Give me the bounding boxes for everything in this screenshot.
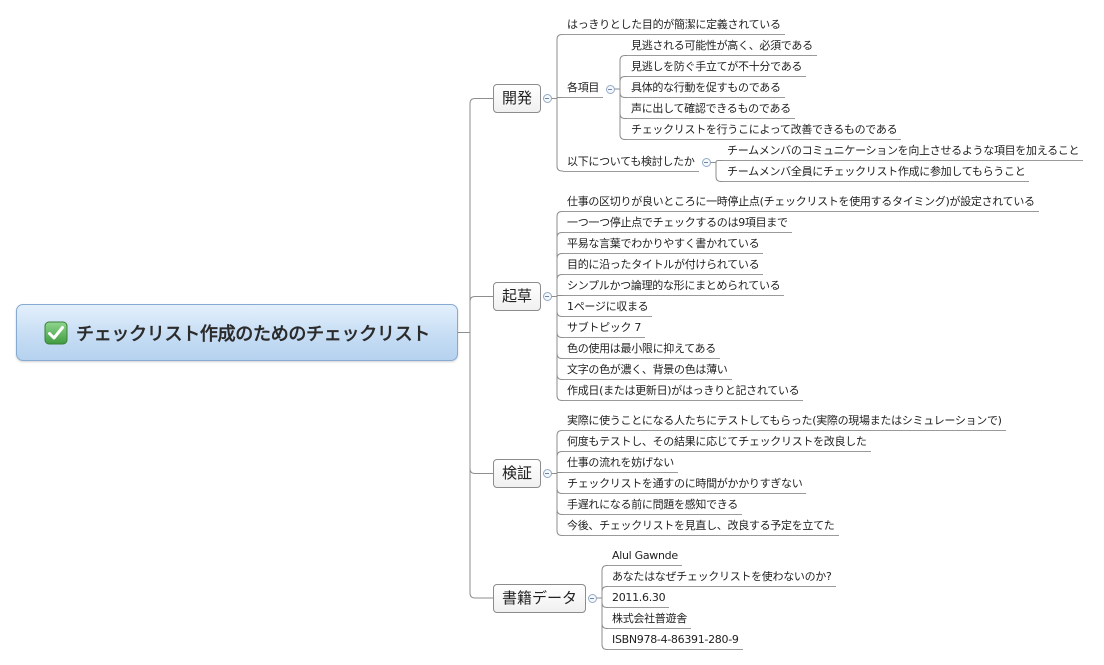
- subtopic[interactable]: 何度もテストし、その結果に応じてチェックリストを改良した: [563, 433, 871, 452]
- connector-line: [458, 332, 493, 599]
- collapse-toggle-icon[interactable]: [605, 84, 615, 94]
- collapse-toggle-icon[interactable]: [542, 469, 552, 478]
- subtopic[interactable]: 実際に使うことになる人たちにテストしてもらった(実際の現場またはシミュレーション…: [563, 412, 1006, 431]
- connector-line: [614, 88, 627, 98]
- subtopic[interactable]: 色の使用は最小限に抑えてある: [563, 340, 720, 359]
- subtopic[interactable]: 平易な言葉でわかりやすく書かれている: [563, 235, 764, 254]
- connector-line: [551, 274, 563, 297]
- subtopic[interactable]: 今後、チェックリストを見直し、改良する予定を立てた: [563, 517, 839, 536]
- connector-line: [596, 586, 608, 599]
- central-topic-label: チェックリスト作成のためのチェックリスト: [76, 323, 430, 345]
- connector-line: [458, 332, 493, 474]
- connector-line: [458, 296, 493, 333]
- subtopic[interactable]: あなたはなぜチェックリストを使わないのか?: [608, 568, 836, 587]
- subtopic[interactable]: サブトピック 7: [563, 319, 646, 338]
- subtopic[interactable]: はっきりとした目的が簡潔に定義されている: [563, 16, 785, 35]
- subtopic[interactable]: 仕事の流れを妨げない: [563, 454, 678, 473]
- subtopic[interactable]: 作成日(または更新日)がはっきりと記されている: [563, 382, 804, 401]
- main-topic[interactable]: 書籍データ: [493, 583, 587, 613]
- connector-line: [614, 76, 627, 90]
- connector-line: [551, 296, 563, 401]
- connector-line: [710, 162, 723, 182]
- connector-line: [551, 451, 563, 474]
- connector-line: [551, 253, 563, 297]
- central-topic[interactable]: チェックリスト作成のためのチェックリスト: [16, 304, 458, 361]
- subtopic[interactable]: 2011.6.30: [608, 589, 670, 608]
- subtopic[interactable]: 1ページに収まる: [563, 298, 653, 317]
- connector-line: [551, 34, 563, 99]
- collapse-toggle-icon[interactable]: [701, 158, 711, 167]
- main-topic[interactable]: 開発: [493, 84, 542, 113]
- connector-line: [614, 88, 627, 140]
- collapse-toggle-icon[interactable]: [587, 593, 597, 603]
- connector-line: [551, 98, 563, 172]
- subtopic[interactable]: 一つ一つ停止点でチェックするのは9項目まで: [563, 214, 792, 233]
- subtopic-group[interactable]: 以下についても検討したか: [563, 153, 699, 172]
- subtopic[interactable]: 文字の色が濃く、背景の色は薄い: [563, 361, 732, 380]
- subtopic-group[interactable]: 各項目: [563, 79, 604, 98]
- subtopic[interactable]: 目的に沿ったタイトルが付けられている: [563, 256, 764, 275]
- subtopic[interactable]: 見逃される可能性が高く、必須である: [627, 37, 817, 56]
- collapse-toggle-icon[interactable]: [542, 292, 552, 301]
- subtopic[interactable]: 株式会社普遊舎: [608, 610, 691, 629]
- connector-line: [596, 565, 608, 599]
- main-topic[interactable]: 検証: [493, 459, 542, 488]
- connector-line: [551, 211, 563, 297]
- connector-line: [551, 430, 563, 474]
- connector-line: [614, 88, 627, 119]
- subtopic[interactable]: 声に出して確認できるものである: [627, 100, 795, 119]
- subtopic[interactable]: シンプルかつ論理的な形にまとめられている: [563, 277, 785, 296]
- connector-line: [458, 98, 493, 333]
- subtopic[interactable]: Alul Gawnde: [608, 547, 682, 566]
- subtopic[interactable]: 仕事の区切りが良いところに一時停止点(チェックリストを使用するタイミング)が設定…: [563, 193, 1039, 212]
- connector-line: [614, 55, 627, 90]
- check-box-icon: [44, 321, 68, 344]
- subtopic[interactable]: チームメンバ全員にチェックリスト作成に参加してもらうこと: [723, 163, 1030, 182]
- subtopic[interactable]: 見逃しを防ぐ手立てが不十分である: [627, 58, 807, 77]
- subtopic[interactable]: 具体的な行動を促すものである: [627, 79, 785, 98]
- subtopic[interactable]: チェックリストを通すのに時間がかかりすぎない: [563, 475, 807, 494]
- connector-line: [551, 232, 563, 297]
- connector-line: [596, 597, 608, 650]
- collapse-toggle-icon[interactable]: [542, 94, 552, 103]
- main-topic[interactable]: 起草: [493, 282, 542, 311]
- subtopic[interactable]: 手遅れになる前に問題を感知できる: [563, 496, 742, 515]
- subtopic[interactable]: チームメンバのコミュニケーションを向上させるような項目を加えること: [723, 142, 1084, 161]
- connector-line: [551, 473, 563, 536]
- subtopic[interactable]: ISBN978-4-86391-280-9: [608, 631, 743, 650]
- subtopic[interactable]: チェックリストを行うこによって改善できるものである: [627, 121, 902, 140]
